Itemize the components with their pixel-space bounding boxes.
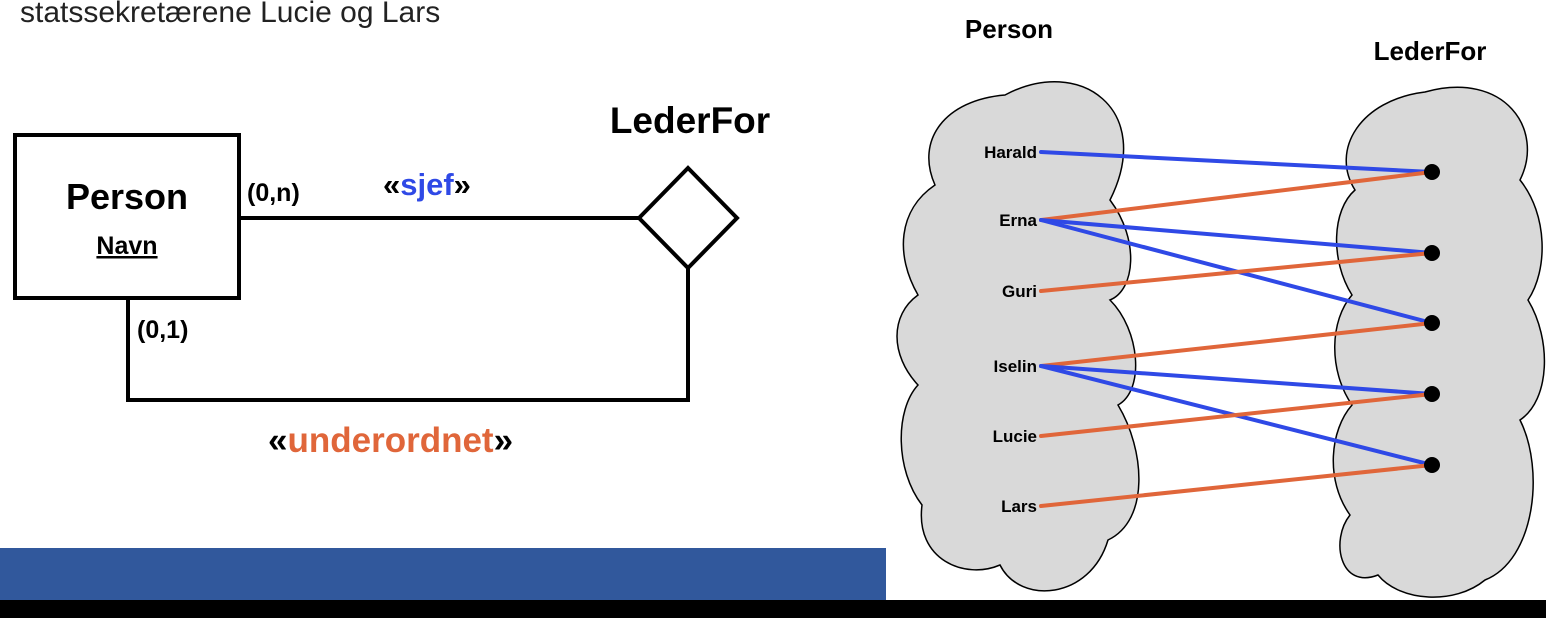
role-sjef-open: «	[383, 167, 400, 202]
person-set-label: Person	[965, 14, 1053, 44]
entity-person-box	[13, 133, 241, 300]
lederfor-instance-dot	[1424, 315, 1440, 331]
person-guri: Guri	[1002, 282, 1037, 301]
lederfor-instance-dot	[1424, 386, 1440, 402]
er-diagram: Person Navn LederFor (0,n) (0,1) «sjef» …	[13, 100, 770, 460]
person-iselin: Iselin	[994, 357, 1037, 376]
bottom-bar	[0, 600, 1546, 618]
link-sjef-iselin-4	[1039, 364, 1434, 396]
person-set-cloud	[896, 81, 1140, 592]
role-sjef-close: »	[454, 167, 471, 202]
link-underordnet-guri-2	[1039, 251, 1434, 293]
role-underordnet-label: «underordnet»	[268, 421, 513, 460]
lederfor-set-cloud	[1332, 86, 1546, 598]
lederfor-instances	[1424, 164, 1440, 473]
link-underordnet-iselin-3	[1039, 321, 1434, 368]
person-lars: Lars	[1001, 497, 1037, 516]
instance-diagram: Person LederFor HaraldErnaGuriIselinLuci…	[896, 14, 1546, 598]
link-sjef-erna-2	[1039, 218, 1434, 255]
relationship-diamond	[636, 165, 740, 271]
relationship-name: LederFor	[610, 100, 770, 141]
link-underordnet-erna-1	[1039, 170, 1434, 222]
role-underordnet-open: «	[268, 421, 287, 460]
underordnet-line	[126, 268, 690, 402]
link-lines	[1039, 150, 1434, 508]
role-underordnet-close: »	[494, 421, 513, 460]
entity-name: Person	[66, 176, 188, 217]
lederfor-instance-dot	[1424, 164, 1440, 180]
lederfor-set-label: LederFor	[1374, 36, 1487, 66]
role-sjef-label: «sjef»	[383, 167, 471, 202]
heading-fragment: statssekretærene Lucie og Lars	[20, 0, 440, 29]
lederfor-instance-dot	[1424, 245, 1440, 261]
link-underordnet-lucie-4	[1039, 392, 1434, 438]
role-underordnet-word: underordnet	[287, 421, 493, 460]
cardinality-underordnet: (0,1)	[137, 316, 188, 344]
lederfor-instance-dot	[1424, 457, 1440, 473]
entity-attribute: Navn	[96, 232, 157, 260]
person-erna: Erna	[999, 211, 1037, 230]
cardinality-sjef: (0,n)	[247, 179, 300, 207]
role-sjef-word: sjef	[400, 167, 454, 202]
link-sjef-harald-1	[1039, 150, 1434, 174]
person-harald: Harald	[984, 143, 1037, 162]
link-underordnet-lars-5	[1039, 463, 1434, 508]
person-lucie: Lucie	[993, 427, 1037, 446]
